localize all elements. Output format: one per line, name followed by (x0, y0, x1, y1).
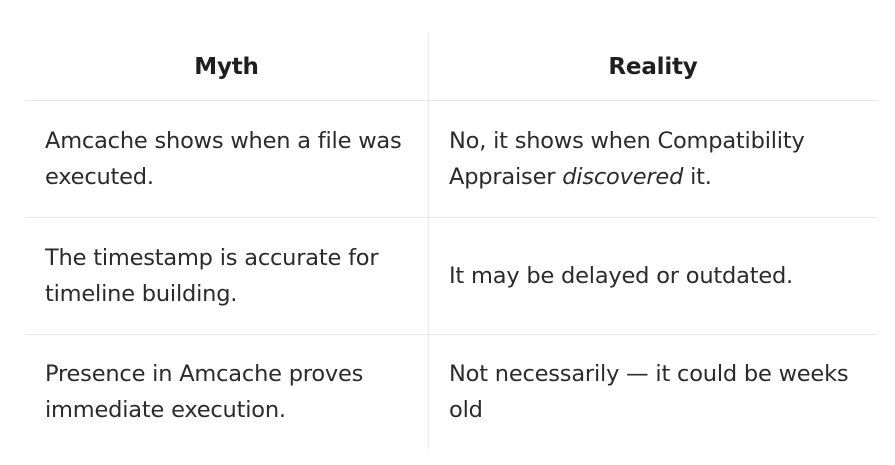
reality-cell: It may be delayed or outdated. (428, 218, 878, 334)
reality-emphasis: discovered (562, 164, 684, 190)
table-header-row: Myth Reality (25, 33, 878, 101)
myth-text: Amcache shows when a file was executed. (45, 128, 402, 190)
myth-text: The timestamp is accurate for timeline b… (45, 245, 379, 307)
myth-cell: Amcache shows when a file was executed. (25, 101, 428, 217)
myth-text: Presence in Amcache proves immediate exe… (45, 361, 364, 423)
reality-cell: No, it shows when Compatibility Appraise… (428, 101, 878, 217)
reality-text-part: it. (683, 164, 712, 190)
table-row: Presence in Amcache proves immediate exe… (25, 335, 878, 449)
reality-text: No, it shows when Compatibility Appraise… (449, 123, 866, 195)
header-myth: Myth (194, 53, 259, 80)
table-row: Amcache shows when a file was executed. … (25, 101, 878, 218)
myth-reality-table: Myth Reality Amcache shows when a file w… (25, 33, 878, 449)
header-reality: Reality (608, 53, 698, 80)
myth-cell: Presence in Amcache proves immediate exe… (25, 335, 428, 449)
column-divider (428, 33, 429, 449)
reality-text-part: No, it shows when Compatibility Appraise… (449, 128, 805, 190)
reality-text: It may be delayed or outdated. (449, 263, 794, 289)
reality-text: Not necessarily — it could be weeks old (449, 361, 849, 423)
myth-cell: The timestamp is accurate for timeline b… (25, 218, 428, 334)
table-row: The timestamp is accurate for timeline b… (25, 218, 878, 335)
reality-cell: Not necessarily — it could be weeks old (428, 335, 878, 449)
